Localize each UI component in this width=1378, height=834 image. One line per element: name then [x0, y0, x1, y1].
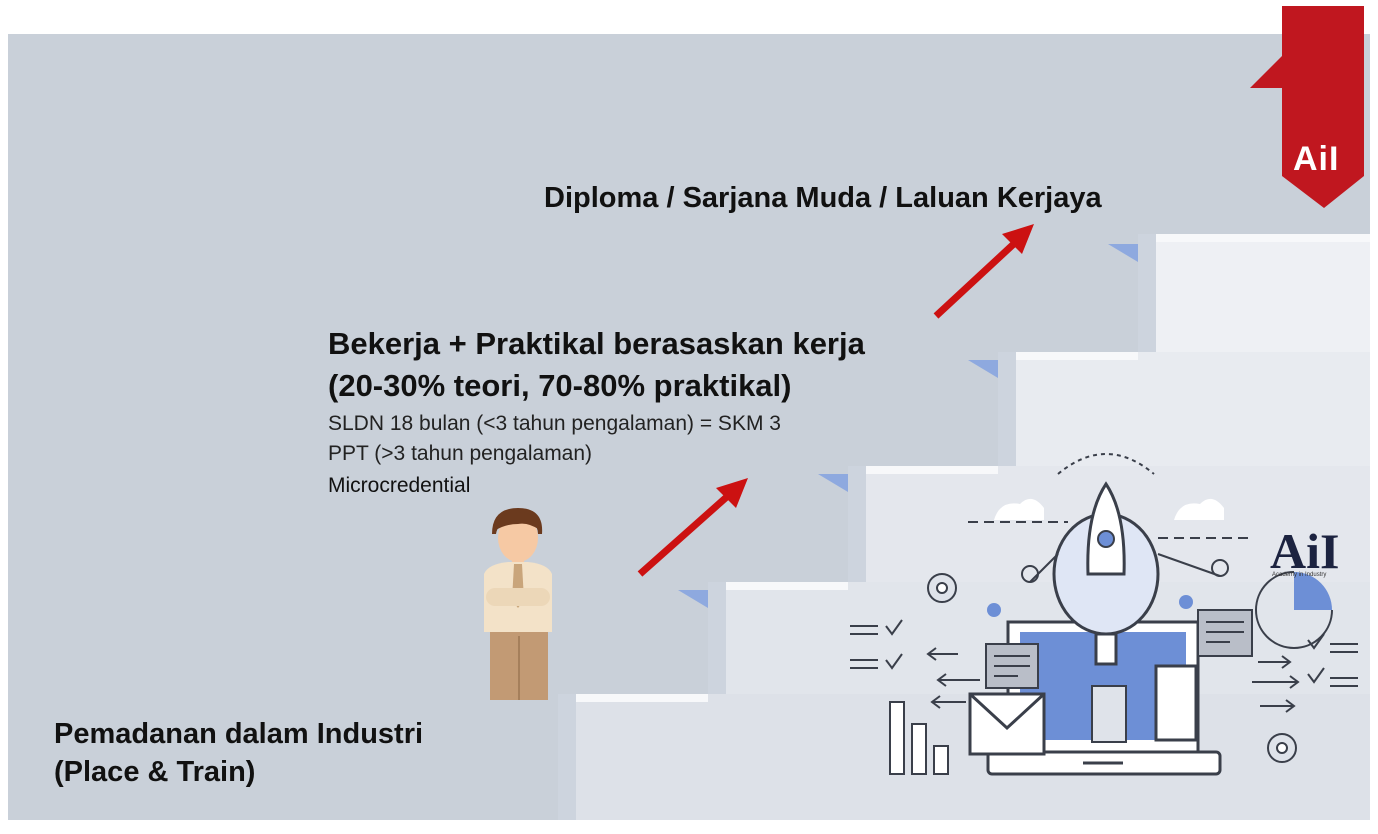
arrow-icon — [926, 647, 1300, 713]
rocket-icon — [1052, 453, 1160, 666]
work-practical-heading: Bekerja + Praktikal berasaskan kerja — [328, 326, 865, 361]
cloud-icon — [968, 498, 1248, 539]
place-train-label: (Place & Train) — [54, 756, 256, 788]
sldn-detail: SLDN 18 bulan (<3 tahun pengalaman) = SK… — [328, 412, 781, 435]
brand-ribbon — [1250, 6, 1364, 208]
theory-practical-ratio: (20-30% teori, 70-80% praktikal) — [328, 368, 792, 403]
connector-nodes — [987, 553, 1229, 617]
document-icon — [985, 609, 1253, 743]
envelope-icon — [968, 692, 1046, 756]
bar-chart-icon — [889, 701, 949, 775]
ribbon-logo-text: AiI — [1293, 140, 1340, 178]
stair-steps — [558, 234, 1370, 820]
industry-matching-heading: Pemadanan dalam Industri — [54, 718, 424, 750]
brand-logo: AiI — [1270, 523, 1340, 579]
ppt-detail: PPT (>3 tahun pengalaman) — [328, 442, 593, 465]
slide: Diploma / Sarjana Muda / Laluan Kerjaya … — [8, 34, 1370, 820]
person-illustration — [484, 508, 552, 700]
career-goal-heading: Diploma / Sarjana Muda / Laluan Kerjaya — [544, 182, 1102, 214]
progress-arrow-lower — [637, 478, 748, 577]
microcredential-label: Microcredential — [328, 474, 471, 497]
gear-icon — [927, 573, 1297, 763]
progress-arrow-upper — [933, 224, 1034, 319]
checklist-icon — [850, 619, 1358, 687]
staircase-illustration — [484, 224, 1370, 820]
brand-logo-subtext: Academy in Industry — [1272, 572, 1327, 578]
technology-illustration — [850, 453, 1358, 776]
